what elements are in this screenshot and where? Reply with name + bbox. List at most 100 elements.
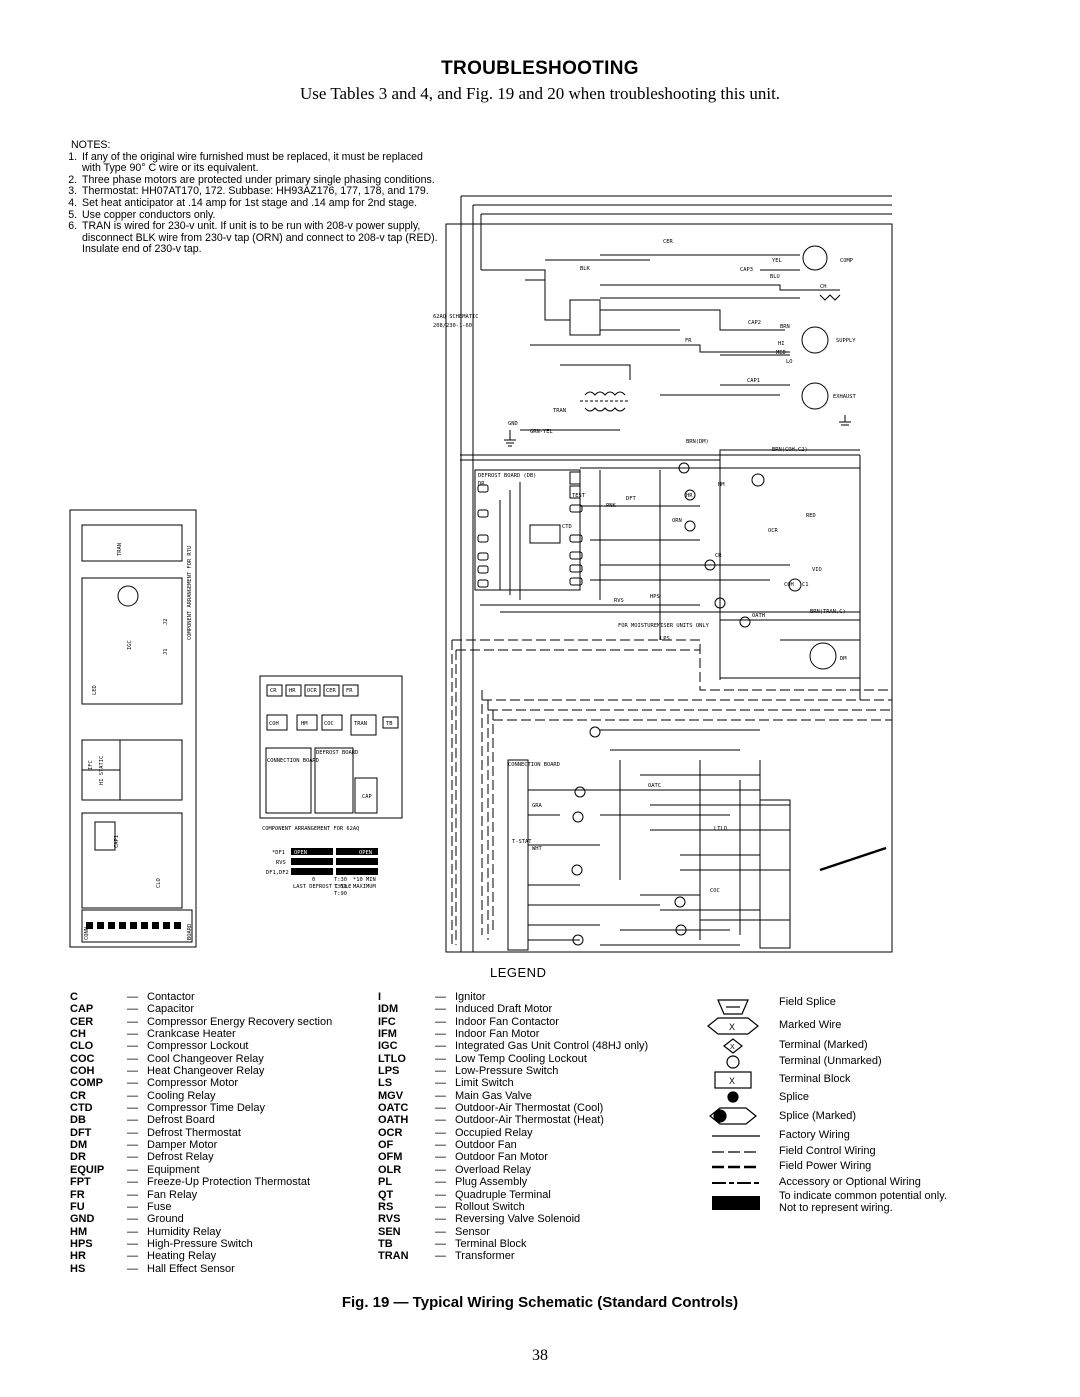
legend-description: Fuse bbox=[147, 1200, 172, 1213]
legend-description: Compressor Energy Recovery section bbox=[147, 1015, 333, 1028]
legend-description: Terminal Block bbox=[455, 1237, 527, 1250]
legend-description: Freeze-Up Protection Thermostat bbox=[147, 1176, 311, 1189]
legend-entry: OATC—Outdoor-Air Thermostat (Cool) bbox=[378, 1102, 648, 1114]
legend-description: Main Gas Valve bbox=[455, 1089, 532, 1102]
legend-title: LEGEND bbox=[490, 965, 547, 980]
legend-description: Indoor Fan Contactor bbox=[455, 1015, 559, 1028]
note-item: Three phase motors are protected under p… bbox=[80, 174, 439, 187]
note-item: Use copper conductors only. bbox=[80, 209, 439, 222]
legend-description: Transformer bbox=[455, 1250, 515, 1263]
legend-dash: — bbox=[435, 1151, 446, 1164]
legend-symbol-label: Accessory or Optional Wiring bbox=[779, 1176, 921, 1188]
rtu-label: J1 bbox=[163, 649, 169, 656]
legend-dash: — bbox=[127, 1102, 138, 1115]
sch-label: BLK bbox=[580, 266, 590, 272]
legend-dash: — bbox=[127, 1114, 138, 1127]
sch-label: COMP bbox=[840, 258, 853, 264]
legend-entry: LS—Limit Switch bbox=[378, 1077, 648, 1089]
sch-label: BRN(DM) bbox=[686, 439, 709, 445]
legend-description: Humidity Relay bbox=[147, 1225, 221, 1238]
legend-abbrev: COH bbox=[70, 1065, 95, 1078]
legend-abbrev: I bbox=[378, 991, 382, 1003]
legend-dash: — bbox=[435, 1213, 446, 1226]
legend-abbrev: HS bbox=[70, 1262, 86, 1275]
legend-dash: — bbox=[127, 1077, 138, 1090]
legend-description: Low Temp Cooling Lockout bbox=[455, 1052, 587, 1065]
ground-icon bbox=[839, 415, 851, 426]
legend-description: Hall Effect Sensor bbox=[147, 1262, 235, 1275]
legend-description: Contactor bbox=[147, 991, 195, 1003]
splice-marked-icon bbox=[709, 1107, 757, 1125]
sch-label: TRAN bbox=[553, 408, 566, 414]
sch-label: BRN(TRAN,C) bbox=[810, 609, 846, 615]
legend-abbrev: IDM bbox=[378, 1003, 399, 1016]
dip-timing: T:50 bbox=[334, 884, 347, 890]
aq-box: CONNECTION BOARD bbox=[267, 758, 319, 764]
legend-dash: — bbox=[127, 1262, 138, 1275]
legend-description: Cooling Relay bbox=[147, 1089, 216, 1102]
sch-label: COC bbox=[710, 888, 720, 894]
legend-abbrev: GND bbox=[70, 1213, 95, 1226]
sch-label: FOR MOISTUREMISER UNITS ONLY bbox=[618, 623, 710, 629]
legend-description: Defrost Thermostat bbox=[147, 1126, 241, 1139]
legend-abbrev: LTLO bbox=[378, 1052, 406, 1065]
legend-dash: — bbox=[435, 1237, 446, 1250]
legend-entry: OLR—Overload Relay bbox=[378, 1164, 648, 1176]
aq-box: TRAN bbox=[354, 721, 367, 727]
sch-label: GND bbox=[508, 421, 518, 427]
legend-entry: IDM—Induced Draft Motor bbox=[378, 1003, 648, 1015]
legend-abbrev: FU bbox=[70, 1200, 85, 1213]
sch-label: FR bbox=[685, 338, 692, 344]
legend-abbrev: LPS bbox=[378, 1065, 400, 1078]
legend-abbrev: TB bbox=[378, 1237, 393, 1250]
rtu-label: CLO bbox=[156, 878, 162, 888]
sch-label: RED bbox=[806, 513, 816, 519]
legend-entry: DFT—Defrost Thermostat bbox=[70, 1127, 332, 1139]
legend-entry: DM—Damper Motor bbox=[70, 1139, 332, 1151]
legend-dash: — bbox=[435, 1089, 446, 1102]
marked-wire-icon: X bbox=[707, 1017, 759, 1035]
legend-dash: — bbox=[435, 1040, 446, 1053]
legend-dash: — bbox=[435, 1065, 446, 1078]
terminal-marked-icon: X bbox=[723, 1038, 743, 1054]
page-title: TROUBLESHOOTING bbox=[441, 58, 639, 79]
legend-dash: — bbox=[435, 1188, 446, 1201]
legend-abbrev: CTD bbox=[70, 1102, 93, 1115]
legend-dash: — bbox=[435, 1200, 446, 1213]
legend-symbol-label: To indicate common potential only. Not t… bbox=[779, 1190, 947, 1214]
sch-label: MED bbox=[776, 350, 786, 356]
legend-entry: EQUIP—Equipment bbox=[70, 1164, 332, 1176]
legend-entry: FPT—Freeze-Up Protection Thermostat bbox=[70, 1176, 332, 1188]
legend-dash: — bbox=[435, 1028, 446, 1041]
common-potential-icon bbox=[712, 1196, 760, 1210]
legend-abbrev: DR bbox=[70, 1151, 86, 1164]
legend-symbols: X X X bbox=[707, 999, 760, 1210]
legend-abbrev: COC bbox=[70, 1052, 95, 1065]
sch-label: LTLO bbox=[714, 826, 727, 832]
legend-dash: — bbox=[127, 1163, 138, 1176]
aq-box: COH bbox=[269, 721, 279, 727]
legend-dash: — bbox=[435, 1139, 446, 1152]
aq-box: HR bbox=[289, 688, 296, 694]
page-number: 38 bbox=[532, 1347, 548, 1364]
legend-description: Heat Changeover Relay bbox=[147, 1065, 265, 1078]
legend-entry: FU—Fuse bbox=[70, 1201, 332, 1213]
sch-label: DR bbox=[478, 481, 485, 487]
legend-entry: CR—Cooling Relay bbox=[70, 1090, 332, 1102]
legend-entry: SEN—Sensor bbox=[378, 1226, 648, 1238]
legend-description: Equipment bbox=[147, 1163, 200, 1176]
legend-dash: — bbox=[127, 1089, 138, 1102]
legend-abbrev: HM bbox=[70, 1225, 88, 1238]
legend-dash: — bbox=[127, 1188, 138, 1201]
sch-label: CONNECTION BOARD bbox=[508, 762, 560, 768]
legend-abbrev: HPS bbox=[70, 1237, 93, 1250]
svg-text:X: X bbox=[730, 1044, 735, 1051]
legend-abbrev: LS bbox=[378, 1077, 393, 1090]
notes-block: NOTES: If any of the original wire furni… bbox=[67, 139, 439, 256]
aq-box: CR bbox=[270, 688, 277, 694]
aq-arrangement bbox=[259, 675, 403, 819]
rtu-label: CONN bbox=[84, 927, 90, 940]
legend-abbrev: IGC bbox=[378, 1040, 398, 1053]
schematic-labels: 62AQ SCHEMATIC 208/230-1-60 CER BLK YEL … bbox=[433, 239, 856, 894]
sch-label: CAP3 bbox=[740, 267, 753, 273]
